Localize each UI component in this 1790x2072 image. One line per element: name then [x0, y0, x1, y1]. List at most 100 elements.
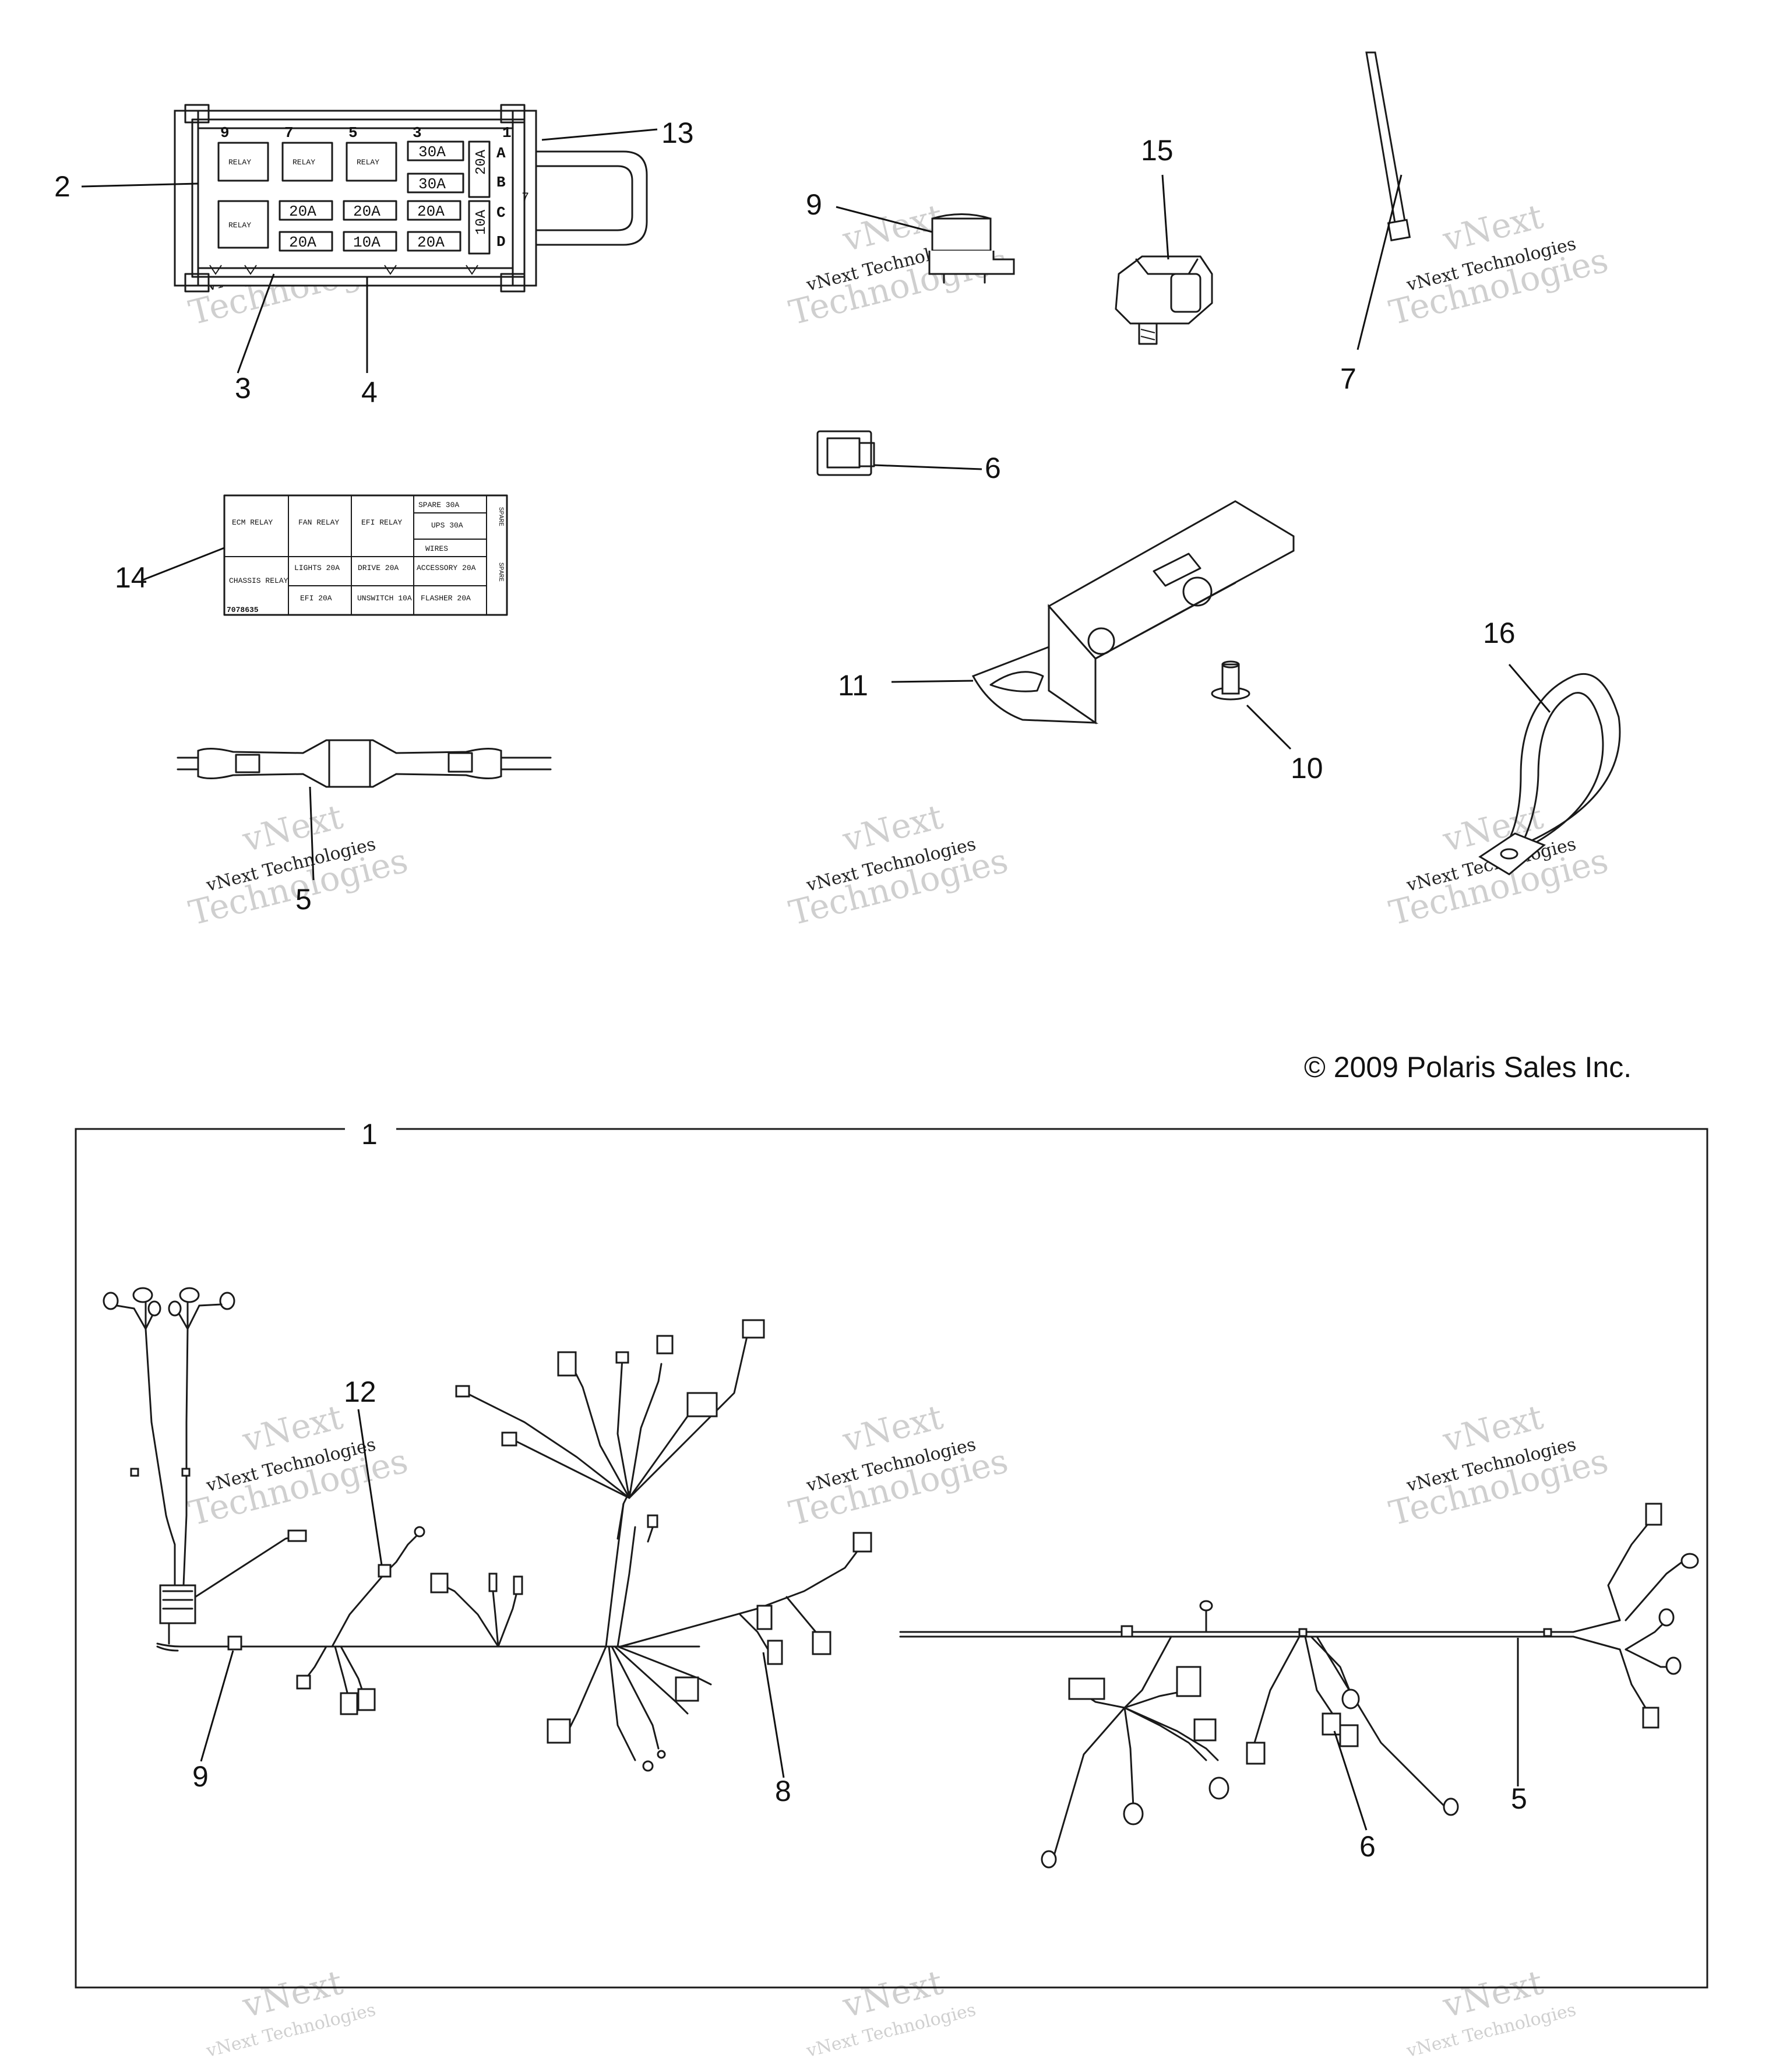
svg-text:UPS 30A: UPS 30A [431, 521, 463, 530]
callout-2: 2 [54, 170, 71, 203]
svg-text:7078635: 7078635 [227, 606, 259, 614]
harness-assembly-frame [75, 1128, 1708, 1989]
svg-text:WIRES: WIRES [425, 544, 448, 553]
svg-text:20A: 20A [417, 234, 445, 251]
callout-12: 12 [344, 1376, 376, 1408]
connector [1041, 1850, 1057, 1869]
callout-13: 13 [661, 117, 694, 149]
svg-text:3: 3 [413, 124, 422, 142]
connector [615, 1351, 629, 1364]
part-11-bracket [971, 500, 1295, 724]
part-16-clamp [1478, 673, 1621, 875]
connector [656, 1335, 674, 1355]
part-10-rivet [1211, 660, 1250, 701]
connector [1322, 1712, 1341, 1736]
fuse-box: 9 7 5 3 1 RELAY RELAY RELAY RELAY 30A 30… [174, 104, 648, 293]
svg-text:SPARE: SPARE [497, 562, 504, 582]
watermark: vNext vNext Technologies Technologies [185, 797, 411, 933]
svg-text:1: 1 [502, 124, 512, 142]
connector [1443, 1797, 1459, 1816]
svg-text:7: 7 [284, 124, 294, 142]
svg-text:EFI 20A: EFI 20A [300, 594, 332, 603]
connector [103, 1292, 119, 1310]
svg-text:A: A [496, 145, 506, 162]
svg-text:C: C [496, 204, 506, 221]
callout-7: 7 [1340, 363, 1356, 395]
svg-text:20A: 20A [417, 203, 445, 220]
connector [1665, 1656, 1682, 1675]
svg-text:UNSWITCH 10A: UNSWITCH 10A [357, 594, 412, 603]
watermark: vNext vNext Technologies [204, 1962, 378, 2062]
fuse-decal: ECM RELAY FAN RELAY EFI RELAY SPARE 30A … [223, 494, 508, 616]
connector [686, 1392, 718, 1417]
callout-14: 14 [115, 561, 147, 594]
svg-text:SPARE 30A: SPARE 30A [418, 501, 459, 509]
svg-text:DRIVE 20A: DRIVE 20A [358, 564, 399, 572]
connector [1246, 1742, 1266, 1765]
svg-text:ACCESSORY 20A: ACCESSORY 20A [417, 564, 476, 572]
callout-10: 10 [1291, 752, 1323, 785]
connector [1645, 1503, 1662, 1526]
callout-16: 16 [1483, 617, 1516, 649]
svg-text:D: D [496, 233, 506, 251]
svg-text:FAN RELAY: FAN RELAY [298, 518, 339, 527]
svg-text:20A: 20A [289, 234, 316, 251]
callout-9-bottom: 9 [192, 1760, 209, 1793]
callouts: 2 13 3 4 9 15 7 6 11 10 16 14 5 1 12 9 8… [54, 117, 1527, 1863]
callout-1: 1 [361, 1118, 378, 1151]
svg-text:RELAY: RELAY [228, 158, 251, 167]
connector [547, 1718, 571, 1744]
connector [1642, 1707, 1659, 1729]
part-9-connector [928, 213, 1015, 284]
svg-text:FLASHER 20A: FLASHER 20A [421, 594, 471, 603]
connector [1176, 1666, 1201, 1697]
part-6-connector [816, 430, 875, 476]
connector [1341, 1688, 1360, 1709]
svg-text:20A: 20A [289, 203, 316, 220]
svg-text:5: 5 [348, 124, 358, 142]
connector [1068, 1677, 1105, 1700]
svg-text:LIGHTS 20A: LIGHTS 20A [294, 564, 340, 572]
watermark: vNext vNext Technologies [1404, 1962, 1578, 2062]
callout-6-bottom: 6 [1359, 1830, 1376, 1863]
callout-8: 8 [775, 1775, 791, 1807]
callout-15: 15 [1141, 134, 1174, 167]
svg-text:CHASSIS RELAY: CHASSIS RELAY [229, 576, 288, 585]
connector [168, 1300, 182, 1317]
connector [1680, 1553, 1699, 1569]
callout-4: 4 [361, 376, 378, 409]
svg-text:B: B [496, 174, 506, 191]
svg-text:9: 9 [220, 124, 230, 142]
connector [675, 1676, 699, 1702]
callout-3: 3 [235, 372, 251, 404]
svg-text:RELAY: RELAY [293, 158, 315, 167]
connector [147, 1300, 161, 1317]
connector [1339, 1724, 1359, 1747]
chassis-harness [899, 1503, 1699, 1869]
svg-text:SPARE: SPARE [497, 507, 504, 526]
svg-text:20A: 20A [474, 149, 489, 175]
watermark: vNext vNext Technologies Technologies [1385, 1397, 1612, 1533]
watermark: vNext vNext Technologies Technologies [785, 797, 1012, 933]
callout-11: 11 [838, 669, 868, 702]
copyright-notice: © 2009 Polaris Sales Inc. [1304, 1051, 1632, 1084]
connector [1123, 1802, 1144, 1825]
main-harness [103, 1287, 872, 1772]
callout-5-bottom: 5 [1511, 1782, 1527, 1815]
svg-text:ECM RELAY: ECM RELAY [232, 518, 273, 527]
svg-text:30A: 30A [418, 143, 446, 161]
watermark: vNext vNext Technologies [804, 1962, 978, 2062]
svg-text:10A: 10A [474, 209, 489, 235]
svg-text:20A: 20A [353, 203, 380, 220]
connector [455, 1385, 470, 1398]
connector [1193, 1718, 1217, 1742]
connector [742, 1319, 765, 1339]
watermark: vNext vNext Technologies Technologies [785, 1397, 1012, 1533]
connector [179, 1287, 200, 1303]
leader-lines [81, 128, 1551, 1831]
svg-text:10A: 10A [353, 234, 380, 251]
connector [501, 1431, 517, 1447]
callout-9-top: 9 [806, 188, 822, 221]
watermark: vNext vNext Technologies Technologies [1385, 196, 1612, 333]
